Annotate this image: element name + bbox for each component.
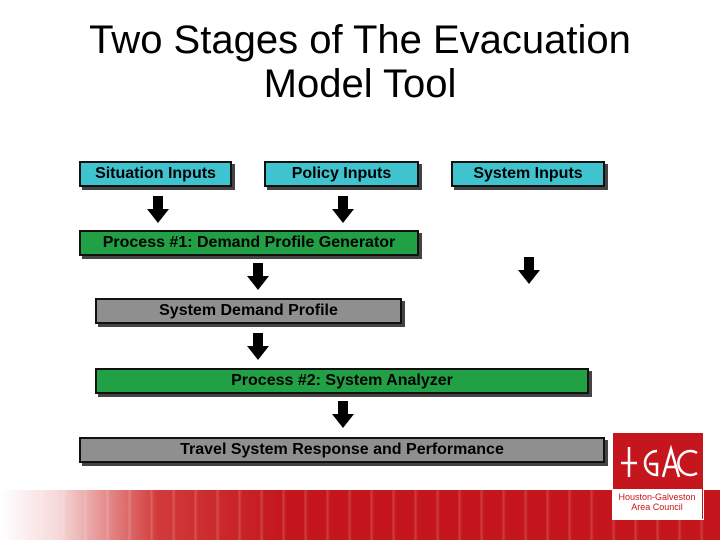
down-arrow-icon	[332, 196, 354, 223]
down-arrow-icon	[247, 263, 269, 290]
hgac-logo-caption: Houston-Galveston Area Council	[612, 489, 702, 519]
travel-system-response-box: Travel System Response and Performance	[79, 437, 605, 463]
down-arrow-icon	[147, 196, 169, 223]
policy-inputs-box: Policy Inputs	[264, 161, 419, 187]
footer-band	[0, 490, 720, 540]
logo-line1: Houston-Galveston	[618, 492, 696, 502]
slide-title: Two Stages of The Evacuation Model Tool	[0, 18, 720, 106]
process2-box: Process #2: System Analyzer	[95, 368, 589, 394]
down-arrow-icon	[332, 401, 354, 428]
system-demand-profile-box: System Demand Profile	[95, 298, 402, 324]
slide-title-line2: Model Tool	[263, 62, 457, 106]
hgac-logo-icon	[621, 444, 698, 478]
logo-line2: Area Council	[631, 502, 683, 512]
slide-title-line1: Two Stages of The Evacuation	[89, 18, 631, 62]
down-arrow-icon	[247, 333, 269, 360]
system-inputs-box: System Inputs	[451, 161, 605, 187]
situation-inputs-box: Situation Inputs	[79, 161, 232, 187]
process1-box: Process #1: Demand Profile Generator	[79, 230, 419, 256]
down-arrow-icon	[518, 257, 540, 284]
